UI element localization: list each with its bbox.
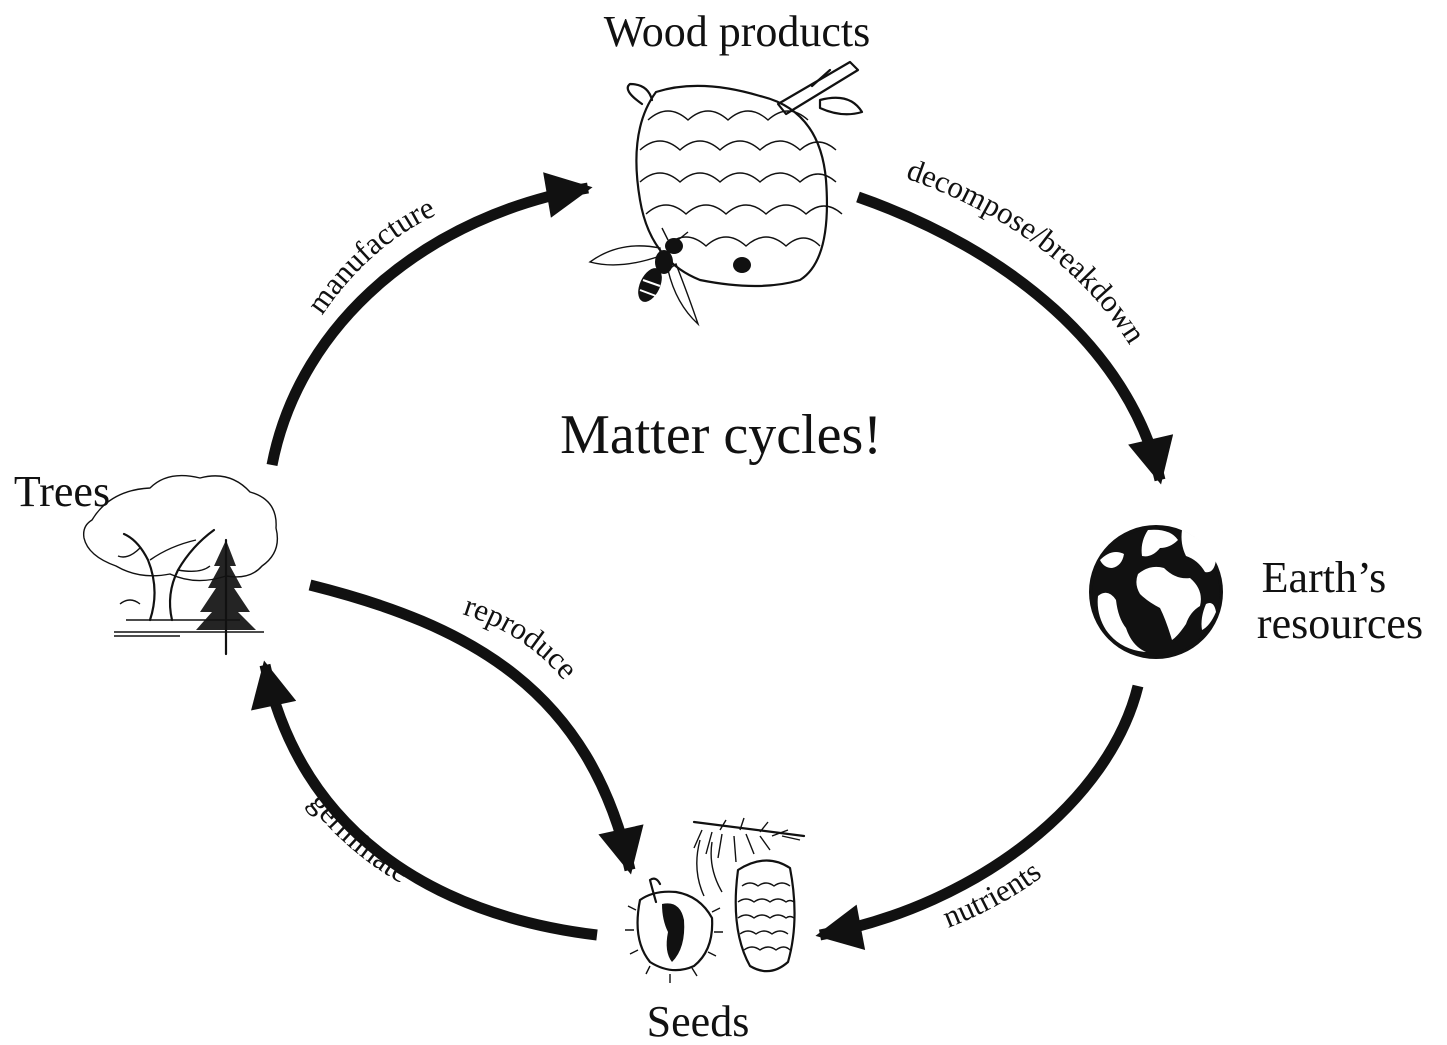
chestnut-and-cone-icon [625, 817, 806, 983]
node-label-earths-resources-line1: Earth’s [1262, 553, 1387, 602]
arrow-reproduce [308, 579, 644, 875]
wasp-nest-icon [588, 60, 864, 327]
node-trees: Trees [14, 467, 279, 656]
node-earths-resources: Earth’s resources [1089, 525, 1423, 659]
arrows [251, 172, 1174, 951]
wasp-icon [588, 227, 700, 327]
pine-cone-icon [692, 817, 806, 973]
arrow-nutrients [815, 684, 1144, 951]
trees-icon [82, 474, 279, 656]
chestnut-icon [625, 877, 723, 983]
arrow-decompose [856, 191, 1174, 485]
node-seeds: Seeds [625, 817, 806, 1045]
arrow-germinate [251, 660, 598, 941]
node-label-trees: Trees [14, 467, 110, 516]
arrow-manufacture [266, 172, 593, 467]
node-label-earths-resources-line2: resources [1257, 599, 1423, 648]
node-label-wood-products: Wood products [604, 7, 871, 56]
edge-label-decompose: decompose/breakdown [903, 152, 1154, 350]
node-wood-products: Wood products [588, 7, 871, 327]
edge-label-germinate: germinate [303, 785, 416, 889]
edge-label-reproduce: reproduce [460, 587, 585, 685]
diagram-title: Matter cycles! [560, 404, 882, 466]
globe-icon [1089, 525, 1223, 659]
node-label-seeds: Seeds [647, 997, 750, 1045]
